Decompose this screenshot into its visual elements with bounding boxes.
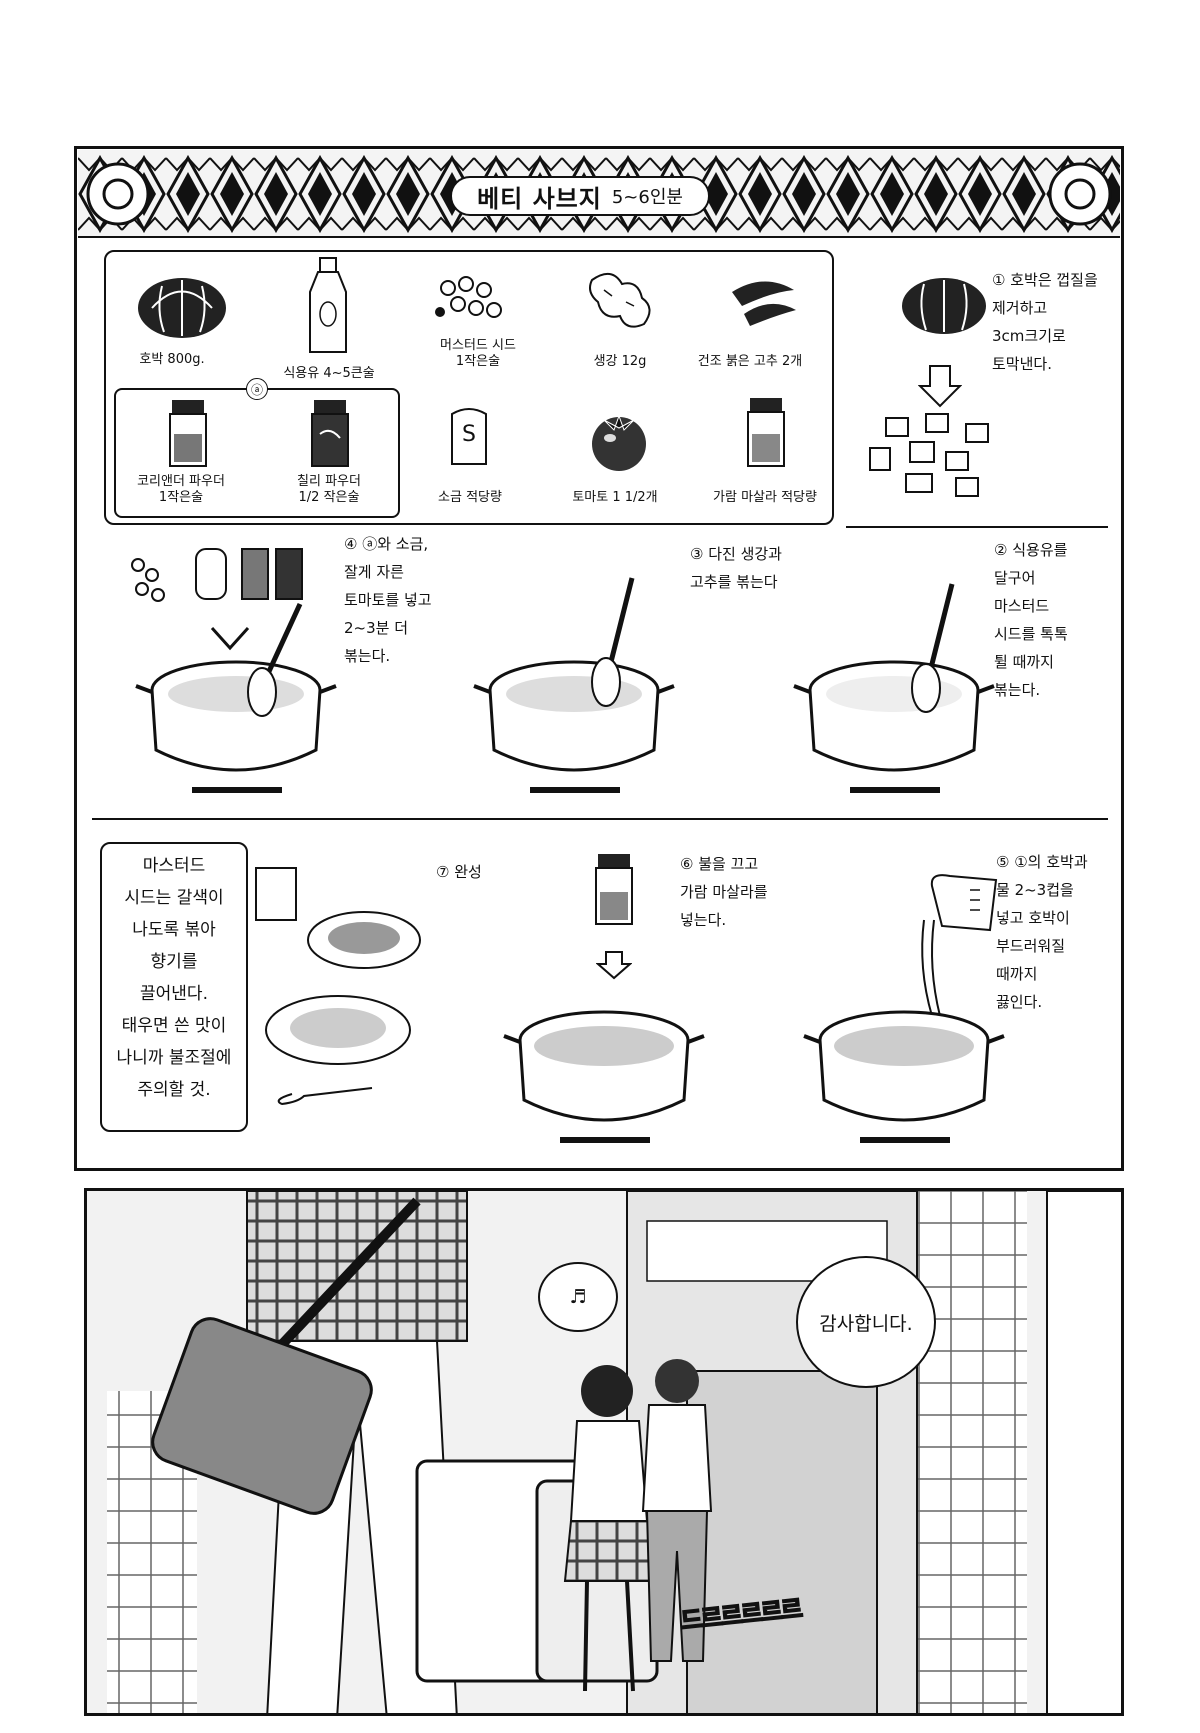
step7-text: ⑦ 완성 [436, 863, 482, 881]
comic-scene [87, 1191, 1121, 1713]
ginger-icon [589, 273, 651, 328]
ingredient-label-pumpkin: 호박 800g. [139, 352, 205, 367]
cooking-pot-icon [135, 660, 337, 793]
speech-bubble-music: ♬ [538, 1262, 618, 1332]
chili-powder-jar-icon [311, 400, 349, 467]
pumpkin-icon [138, 278, 226, 338]
step1-pumpkin-icon [902, 278, 986, 334]
step4-text: ④ ⓐ와 소금, 잘게 자른 토마토를 넣고 2~3분 더 볶는다. [344, 535, 432, 665]
garam-masala-jar-icon [747, 398, 785, 467]
oil-bottle-icon [309, 257, 347, 353]
speech-thanks-text: 감사합니다. [819, 1312, 913, 1335]
wooden-spoon-icon [911, 583, 955, 713]
step3-text: ③ 다진 생강과 고추를 볶는다 [690, 545, 782, 591]
cooking-pot-icon [803, 1010, 1005, 1143]
dried-chili-icon [732, 281, 796, 326]
pumpkin-chunks-icon [869, 413, 989, 497]
recipe-title: 베티 사브지 [477, 184, 602, 213]
comic-panel [84, 1188, 1124, 1716]
ingredient-label-chili-powder: 칠리 파우더 1/2 작은술 [297, 474, 361, 505]
tip-note: 마스터드 시드는 갈색이 나도록 볶아 향기를 끌어낸다. 태우면 쓴 맛이 나… [100, 842, 248, 1132]
ingredient-label-mustard-seeds: 머스터드 시드 1작은술 [440, 338, 516, 369]
step6-text: ⑥ 불을 끄고 가람 마살라를 넣는다. [680, 855, 768, 929]
mustard-seeds-icon [435, 276, 502, 318]
step2-text: ② 식용유를 달구어 마스터드 시드를 톡톡 튈 때까지 볶는다. [994, 541, 1068, 699]
ingredient-label-garam-masala: 가람 마살라 적당량 [713, 490, 817, 505]
ornamental-header-band [78, 150, 1120, 238]
step1-text: ① 호박은 껍질을 제거하고 3cm크기로 토막낸다. [992, 271, 1098, 373]
down-arrow-icon [596, 951, 632, 980]
water-pour-icon [921, 919, 941, 1017]
finished-dish-icon [255, 867, 421, 1106]
salt-shaker-icon [451, 408, 487, 465]
divider [846, 526, 1108, 528]
ingredient-label-ginger: 생강 12g [593, 354, 647, 369]
ingredient-label-chili: 건조 붉은 고추 2개 [697, 354, 803, 369]
step1-down-arrow-icon [918, 365, 962, 408]
recipe-servings: 5~6인분 [611, 187, 683, 208]
recipe-title-box: 베티 사브지 5~6인분 [450, 176, 710, 216]
music-note-text: ♬ [569, 1286, 587, 1308]
ingredient-label-oil: 식용유 4~5큰술 [283, 366, 375, 381]
ingredients-box [104, 250, 834, 525]
salt-symbol: S [462, 422, 476, 447]
speech-bubble-thanks: 감사합니다. [796, 1256, 936, 1388]
ingredient-label-coriander: 코리앤더 파우더 1작은술 [137, 474, 225, 505]
spices-pile-icon [131, 548, 303, 602]
tomato-icon [592, 414, 646, 471]
step5-text: ⑤ ①의 호박과 물 2~3컵을 넣고 호박이 부드러워질 때까지 끓인다. [996, 853, 1088, 1011]
down-arrow-icon [210, 626, 250, 651]
cooking-pot-icon [503, 1010, 705, 1143]
ingredient-label-salt: 소금 적당량 [438, 490, 502, 505]
coriander-jar-icon [169, 400, 207, 467]
ingredient-label-tomato: 토마토 1 1/2개 [572, 490, 658, 505]
garam-masala-jar-icon [595, 854, 633, 925]
measuring-cup-icon [930, 874, 998, 932]
wooden-spoon-icon [247, 602, 303, 717]
wooden-spoon-icon [591, 577, 635, 707]
divider [92, 818, 1108, 820]
group-marker: ⓐ [246, 378, 268, 400]
